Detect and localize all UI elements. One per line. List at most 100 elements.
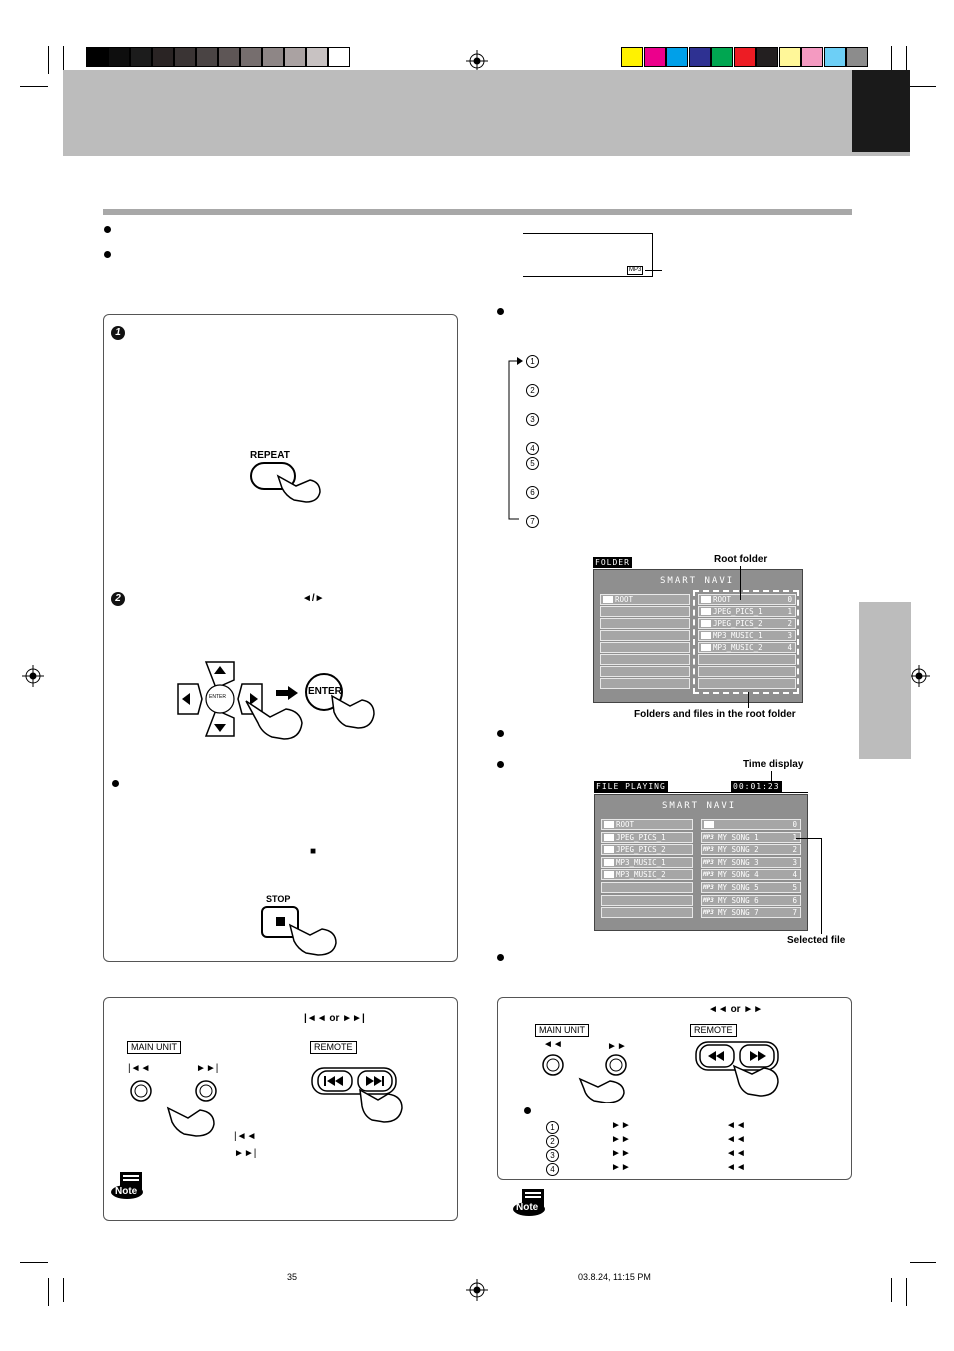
gray-swatch	[196, 47, 218, 67]
step-number: 1	[111, 326, 125, 340]
section-tab	[852, 70, 910, 152]
main-unit-label: MAIN UNIT	[535, 1024, 589, 1037]
folder-left-row[interactable]	[600, 642, 690, 653]
remote-label: REMOTE	[310, 1041, 357, 1054]
gray-swatch	[152, 47, 174, 67]
color-swatch	[621, 47, 643, 67]
enter-button[interactable]	[304, 672, 384, 732]
crop-mark	[910, 86, 936, 87]
registration-target-icon	[466, 50, 488, 72]
loop-bracket	[508, 357, 523, 520]
speed-number: 4	[546, 1163, 559, 1176]
folder-name: MP3_MUSIC_1	[616, 857, 666, 867]
registration-target-icon	[466, 1279, 488, 1301]
ff-symbol: ►►	[611, 1148, 631, 1159]
file-screen-heading: SMART NAVI	[662, 801, 737, 811]
folder-right-row[interactable]	[698, 678, 796, 689]
stop-symbol: ■	[310, 846, 317, 857]
finger-icon	[732, 1064, 779, 1097]
mp3-file-icon: MP3	[703, 871, 714, 879]
main-unit-skip-buttons[interactable]	[128, 1078, 228, 1138]
finger-icon	[276, 474, 321, 503]
main-unit-search-buttons[interactable]	[540, 1053, 640, 1103]
gray-swatch	[130, 47, 152, 67]
gray-swatch	[262, 47, 284, 67]
list-number: 1	[526, 355, 539, 368]
list-number: 7	[526, 515, 539, 528]
gray-swatch	[86, 47, 108, 67]
gray-swatch	[174, 47, 196, 67]
crop-mark	[63, 46, 64, 70]
folder-left-row[interactable]	[600, 606, 690, 617]
remote-search-buttons[interactable]	[694, 1040, 784, 1098]
folder-right-row[interactable]: ROOT 0	[698, 594, 796, 605]
mp3-file-icon: MP3	[703, 858, 714, 866]
file-left-row[interactable]	[601, 907, 693, 919]
color-swatch	[711, 47, 733, 67]
main-unit-label: MAIN UNIT	[127, 1041, 181, 1054]
file-left-row[interactable]: JPEG_PICS_1	[601, 831, 693, 843]
finger-icon	[578, 1077, 625, 1103]
mp3-file-icon: MP3	[703, 833, 714, 841]
rew-symbol: ◄◄	[726, 1134, 746, 1145]
folder-icon	[704, 821, 714, 828]
file-folder-row[interactable]: 0	[701, 819, 801, 830]
gray-swatch	[284, 47, 306, 67]
folder-icon	[701, 620, 711, 627]
cursor-pad[interactable]	[176, 660, 266, 738]
folder-icon	[701, 596, 711, 603]
folder-left-row[interactable]	[600, 666, 690, 677]
bullet	[104, 226, 111, 233]
bullet	[104, 251, 111, 258]
file-left-row[interactable]	[601, 894, 693, 906]
file-left-row[interactable]: ROOT	[601, 819, 693, 830]
crop-mark	[48, 46, 49, 74]
folder-name: JPEG_PICS_2	[616, 845, 666, 855]
file-index: 2	[792, 845, 797, 855]
side-index-tab	[859, 602, 911, 759]
color-swatch	[846, 47, 868, 67]
search-symbols: ◄◄ or ►►	[708, 1004, 764, 1015]
folder-name: ROOT	[713, 595, 732, 604]
crop-mark	[63, 1278, 64, 1302]
folder-right-row[interactable]	[698, 654, 796, 665]
remote-skip-buttons[interactable]	[310, 1066, 406, 1124]
folder-left-row[interactable]	[600, 630, 690, 641]
mp3-file-icon: MP3	[703, 884, 714, 891]
repeat-button[interactable]	[248, 460, 328, 505]
file-left-row[interactable]: MP3_MUSIC_1	[601, 856, 693, 868]
folder-left-row[interactable]	[600, 618, 690, 629]
folder-name: ROOT	[616, 820, 635, 829]
stop-button[interactable]	[260, 905, 344, 957]
time-display-caption: Time display	[743, 759, 804, 770]
step-number: 2	[111, 592, 125, 606]
file-name: MY SONG 7	[718, 908, 759, 918]
file-left-row[interactable]: MP3_MUSIC_2	[601, 869, 693, 881]
folder-icon	[604, 858, 614, 866]
list-number: 4	[526, 442, 539, 455]
folder-index: 0	[787, 595, 792, 604]
file-left-row[interactable]	[601, 882, 693, 893]
ff-symbol: ►►	[611, 1120, 631, 1131]
folder-right-row[interactable]	[698, 666, 796, 677]
speed-number: 2	[546, 1135, 559, 1148]
file-left-row[interactable]: JPEG_PICS_2	[601, 844, 693, 856]
folder-left-row[interactable]	[600, 654, 690, 665]
finger-icon	[359, 1088, 403, 1123]
ff-symbol: ►►	[611, 1162, 631, 1173]
folder-left-row[interactable]	[600, 678, 690, 689]
file-index: 4	[792, 870, 797, 880]
folder-left-row[interactable]: ROOT	[600, 594, 690, 605]
file-screen-title: FILE PLAYING	[594, 781, 668, 792]
